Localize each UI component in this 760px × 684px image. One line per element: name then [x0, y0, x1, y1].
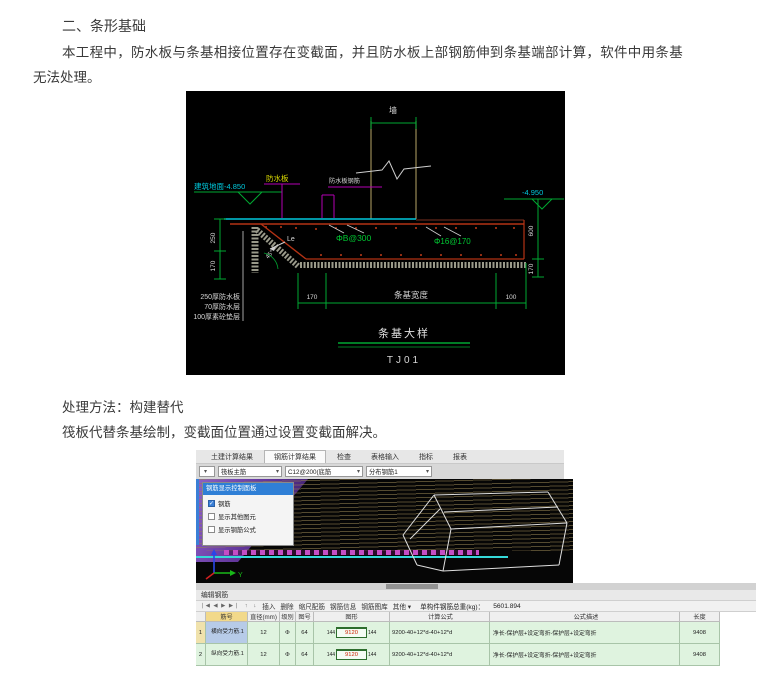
- nav-arrows[interactable]: ❘◀ ◀ ▶ ▶❘: [200, 603, 240, 609]
- cad-foundation-detail-image: 墙 建筑地面-4.850 -4.950 防水板 防水板钢筋 2: [186, 91, 565, 375]
- result-tabbar: 土建计算结果 钢筋计算结果 检查 表格输入 指标 报表: [196, 450, 564, 464]
- rebar-bottom-label: ΦB@300: [336, 233, 372, 243]
- tab-index[interactable]: 指标: [419, 453, 433, 461]
- width-label: 条基宽度: [394, 290, 429, 300]
- header-length[interactable]: 长度: [680, 612, 720, 622]
- combo-rebar-spec[interactable]: C12@200(底筋▾: [285, 466, 363, 477]
- floor-level-label: 建筑地面-4.850: [194, 181, 245, 191]
- header-bar-no[interactable]: 筋号: [206, 612, 248, 622]
- dim-170-left: 170: [210, 260, 217, 271]
- software-screenshot: 土建计算结果 钢筋计算结果 检查 表格输入 指标 报表 ▾ 筏板主筋▾ C12@…: [196, 450, 756, 672]
- checkbox-show-other[interactable]: [208, 513, 215, 520]
- waterproof-rebar-label: 防水板钢筋: [329, 177, 360, 185]
- header-diameter[interactable]: 直径(mm): [248, 612, 280, 622]
- layer-note-1: 250厚防水板: [200, 292, 240, 301]
- rebar-table: 筋号 直径(mm) 级别 图号 图形 计算公式 公式描述 长度 1 横向受力筋.…: [196, 612, 741, 666]
- filter-combo-row: ▾ 筏板主筋▾ C12@200(底筋▾ 分布钢筋1▾: [196, 464, 564, 479]
- insert-button[interactable]: 插入: [262, 604, 276, 611]
- checkbox-show-formula[interactable]: [208, 526, 215, 533]
- chevron-down-icon: ▾: [204, 469, 208, 475]
- total-weight-value: 5601.894: [493, 602, 521, 610]
- right-level-label: -4.950: [522, 188, 543, 197]
- svg-text:Y: Y: [238, 572, 243, 579]
- dim-250: 250: [210, 232, 217, 243]
- level-symbol-left: [236, 191, 264, 205]
- rebar-top-label: Φ16@170: [434, 237, 471, 246]
- axis-indicator-icon: Y: [205, 549, 243, 580]
- tab-check[interactable]: 检查: [337, 453, 351, 461]
- angle-label: 45°: [265, 249, 276, 260]
- le-label: Le: [287, 236, 295, 243]
- foundation-wireframe: [402, 491, 568, 572]
- scrollbar-thumb[interactable]: [386, 584, 438, 589]
- rebar-library-button[interactable]: 钢筋图库: [361, 604, 388, 611]
- header-formula[interactable]: 计算公式: [390, 612, 490, 622]
- move-up-button[interactable]: ↑: [244, 603, 249, 609]
- combo-rebar-type[interactable]: 筏板主筋▾: [218, 466, 282, 477]
- section-heading: 二、条形基础: [62, 18, 146, 34]
- paragraph-line-1: 本工程中，防水板与条基相接位置存在变截面，并且防水板上部钢筋伸到条基端部计算，软…: [62, 45, 683, 60]
- paragraph-line-2: 无法处理。: [33, 70, 101, 85]
- magenta-rebar-band: [224, 550, 479, 555]
- edit-rebar-panel-label: 编辑钢筋: [196, 590, 756, 601]
- dim-bottom-left: 170: [307, 294, 318, 301]
- header-formula-desc[interactable]: 公式描述: [490, 612, 680, 622]
- step-diagonal: [260, 223, 307, 260]
- total-weight-label: 单构件钢筋总重(kg)：: [420, 604, 485, 611]
- horizontal-scrollbar[interactable]: [196, 583, 756, 590]
- dim-170-right: 170: [528, 263, 535, 274]
- dim-600: 600: [528, 225, 535, 236]
- bar-name-cell[interactable]: 横向受力筋.1: [206, 622, 248, 644]
- rebar-table-toolbar: ❘◀ ◀ ▶ ▶❘ ↑ ↓ 插入 删除 缩尺配筋 钢筋信息 钢筋图库 其他 ▾ …: [196, 601, 756, 612]
- move-down-button[interactable]: ↓: [253, 603, 258, 609]
- checkbox-rebar[interactable]: [208, 500, 215, 507]
- header-shape[interactable]: 图形: [314, 612, 390, 622]
- scale-rebar-button[interactable]: 缩尺配筋: [298, 604, 325, 611]
- bar-name-cell[interactable]: 纵向受力筋.1: [206, 644, 248, 666]
- header-shape-no[interactable]: 图号: [296, 612, 314, 622]
- rebar-display-panel: 钢筋显示控制面板 钢筋 显示其他图元 显示钢筋公式: [202, 482, 294, 546]
- layer-note-3: 100厚素砼垫层: [193, 312, 240, 321]
- combo-empty[interactable]: ▾: [199, 466, 215, 477]
- docked-panel-strip: [196, 479, 199, 545]
- rebar-dots-top: [265, 226, 515, 230]
- rebar-info-button[interactable]: 钢筋信息: [329, 604, 357, 611]
- chevron-down-icon: ▾: [275, 469, 279, 475]
- level-symbol-right: [530, 198, 554, 210]
- chevron-down-icon: ▾: [356, 469, 360, 475]
- tab-table-input[interactable]: 表格输入: [371, 453, 399, 461]
- table-header-row: 筋号 直径(mm) 级别 图号 图形 计算公式 公式描述 长度: [196, 612, 741, 622]
- panel-title[interactable]: 钢筋显示控制面板: [203, 483, 293, 495]
- combo-rebar-group[interactable]: 分布钢筋1▾: [366, 466, 432, 477]
- layer-note-2: 70厚防水层: [204, 302, 240, 311]
- method-description: 筏板代替条基绘制，变截面位置通过设置变截面解决。: [62, 425, 386, 440]
- cyan-slab-line: [196, 556, 508, 558]
- tab-report[interactable]: 报表: [453, 453, 467, 461]
- method-label: 处理方法：构建替代: [62, 400, 184, 415]
- break-symbol: [355, 160, 432, 181]
- wall-label: 墙: [389, 105, 397, 115]
- header-level[interactable]: 级别: [280, 612, 296, 622]
- detail-title: 条基大样: [378, 326, 430, 340]
- tab-soil-result[interactable]: 土建计算结果: [211, 453, 253, 461]
- detail-code: TJ01: [387, 355, 421, 366]
- delete-button[interactable]: 删除: [280, 604, 294, 611]
- rebar-dots-bottom: [320, 254, 517, 256]
- viewport-3d[interactable]: 钢筋显示控制面板 钢筋 显示其他图元 显示钢筋公式 Y: [196, 479, 573, 583]
- waterproof-slab-label: 防水板: [266, 173, 289, 183]
- tab-rebar-result[interactable]: 钢筋计算结果: [264, 450, 326, 463]
- cad-drawing: 墙 建筑地面-4.850 -4.950 防水板 防水板钢筋 2: [193, 105, 564, 366]
- chevron-down-icon: ▾: [425, 469, 429, 475]
- slope-hatch: [255, 227, 301, 270]
- other-menu-button[interactable]: 其他 ▾: [392, 604, 412, 611]
- dim-bottom-right: 100: [506, 294, 517, 301]
